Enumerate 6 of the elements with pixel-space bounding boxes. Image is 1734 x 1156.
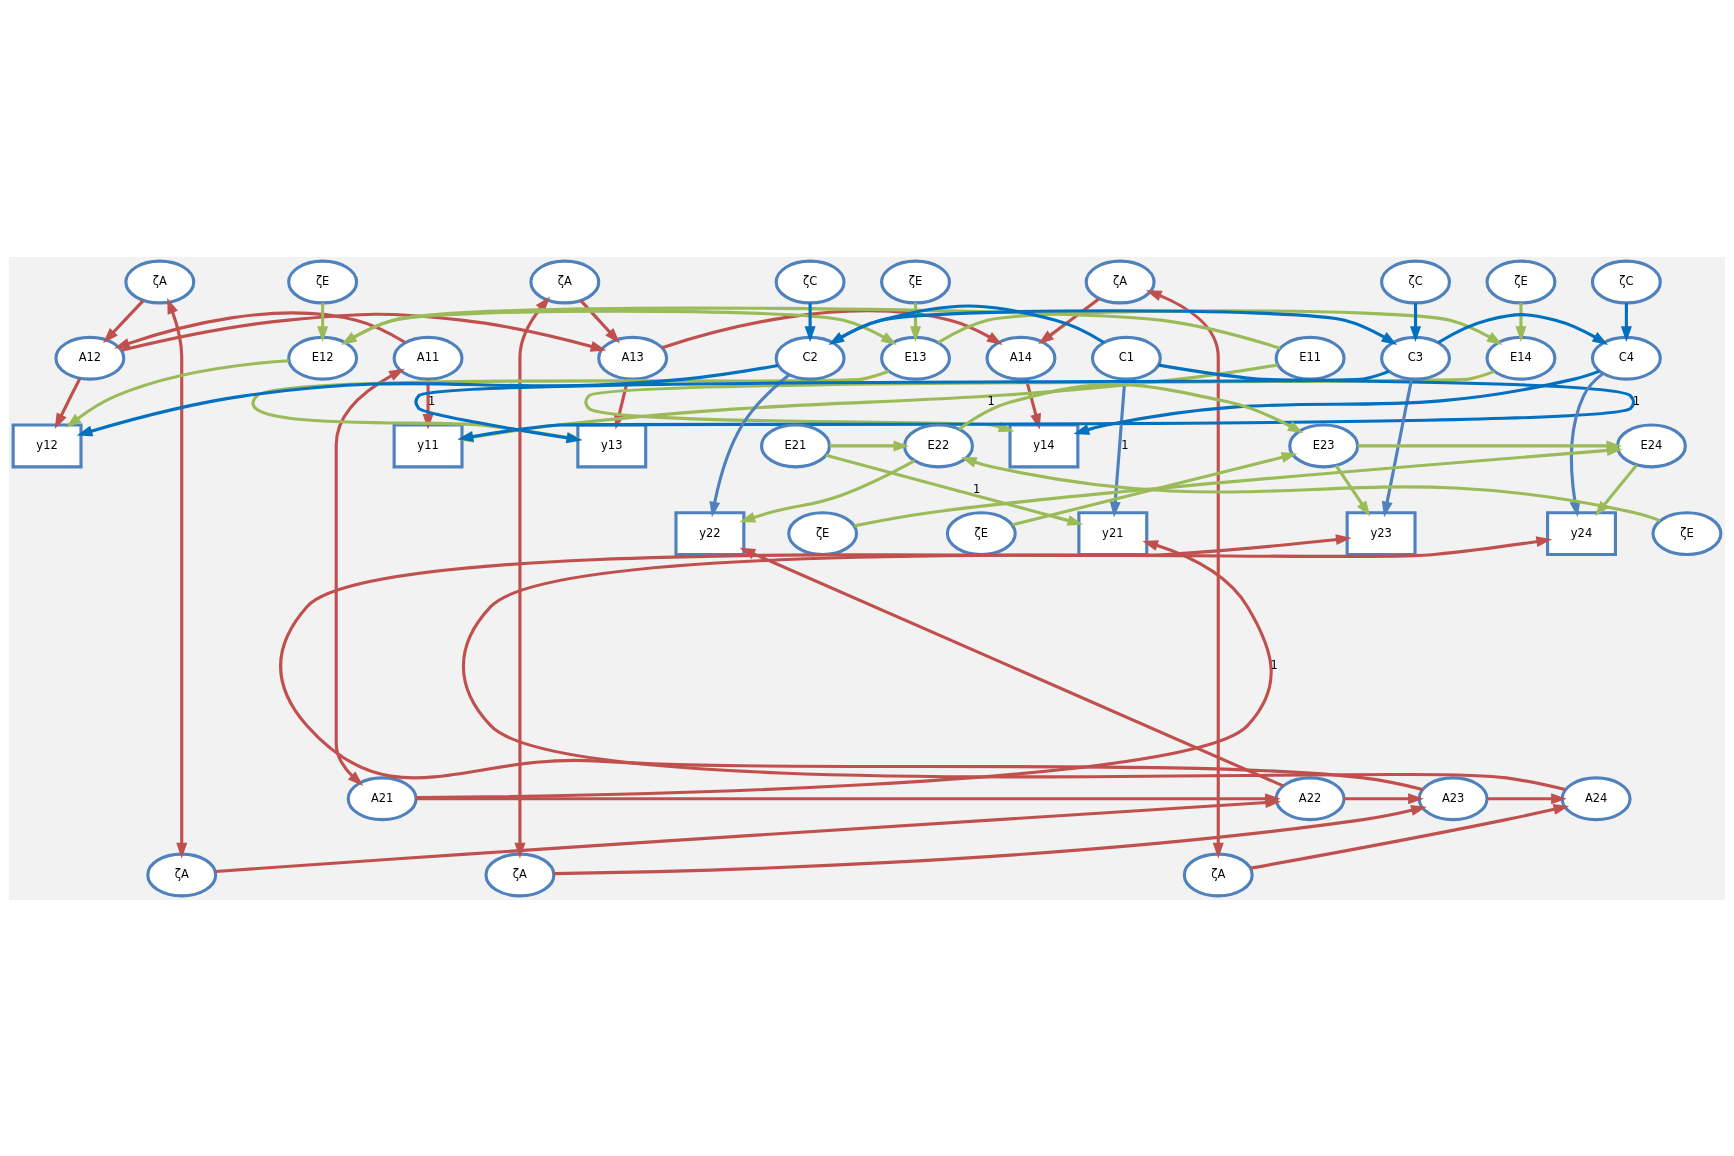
edge-label: 1 bbox=[428, 393, 436, 408]
edge-label: 1 bbox=[1270, 657, 1278, 672]
edge-label: 1 bbox=[1632, 393, 1640, 408]
edge-label: 1 bbox=[1121, 437, 1129, 452]
edge-label: 1 bbox=[987, 393, 995, 408]
edge-label: 1 bbox=[972, 481, 981, 496]
